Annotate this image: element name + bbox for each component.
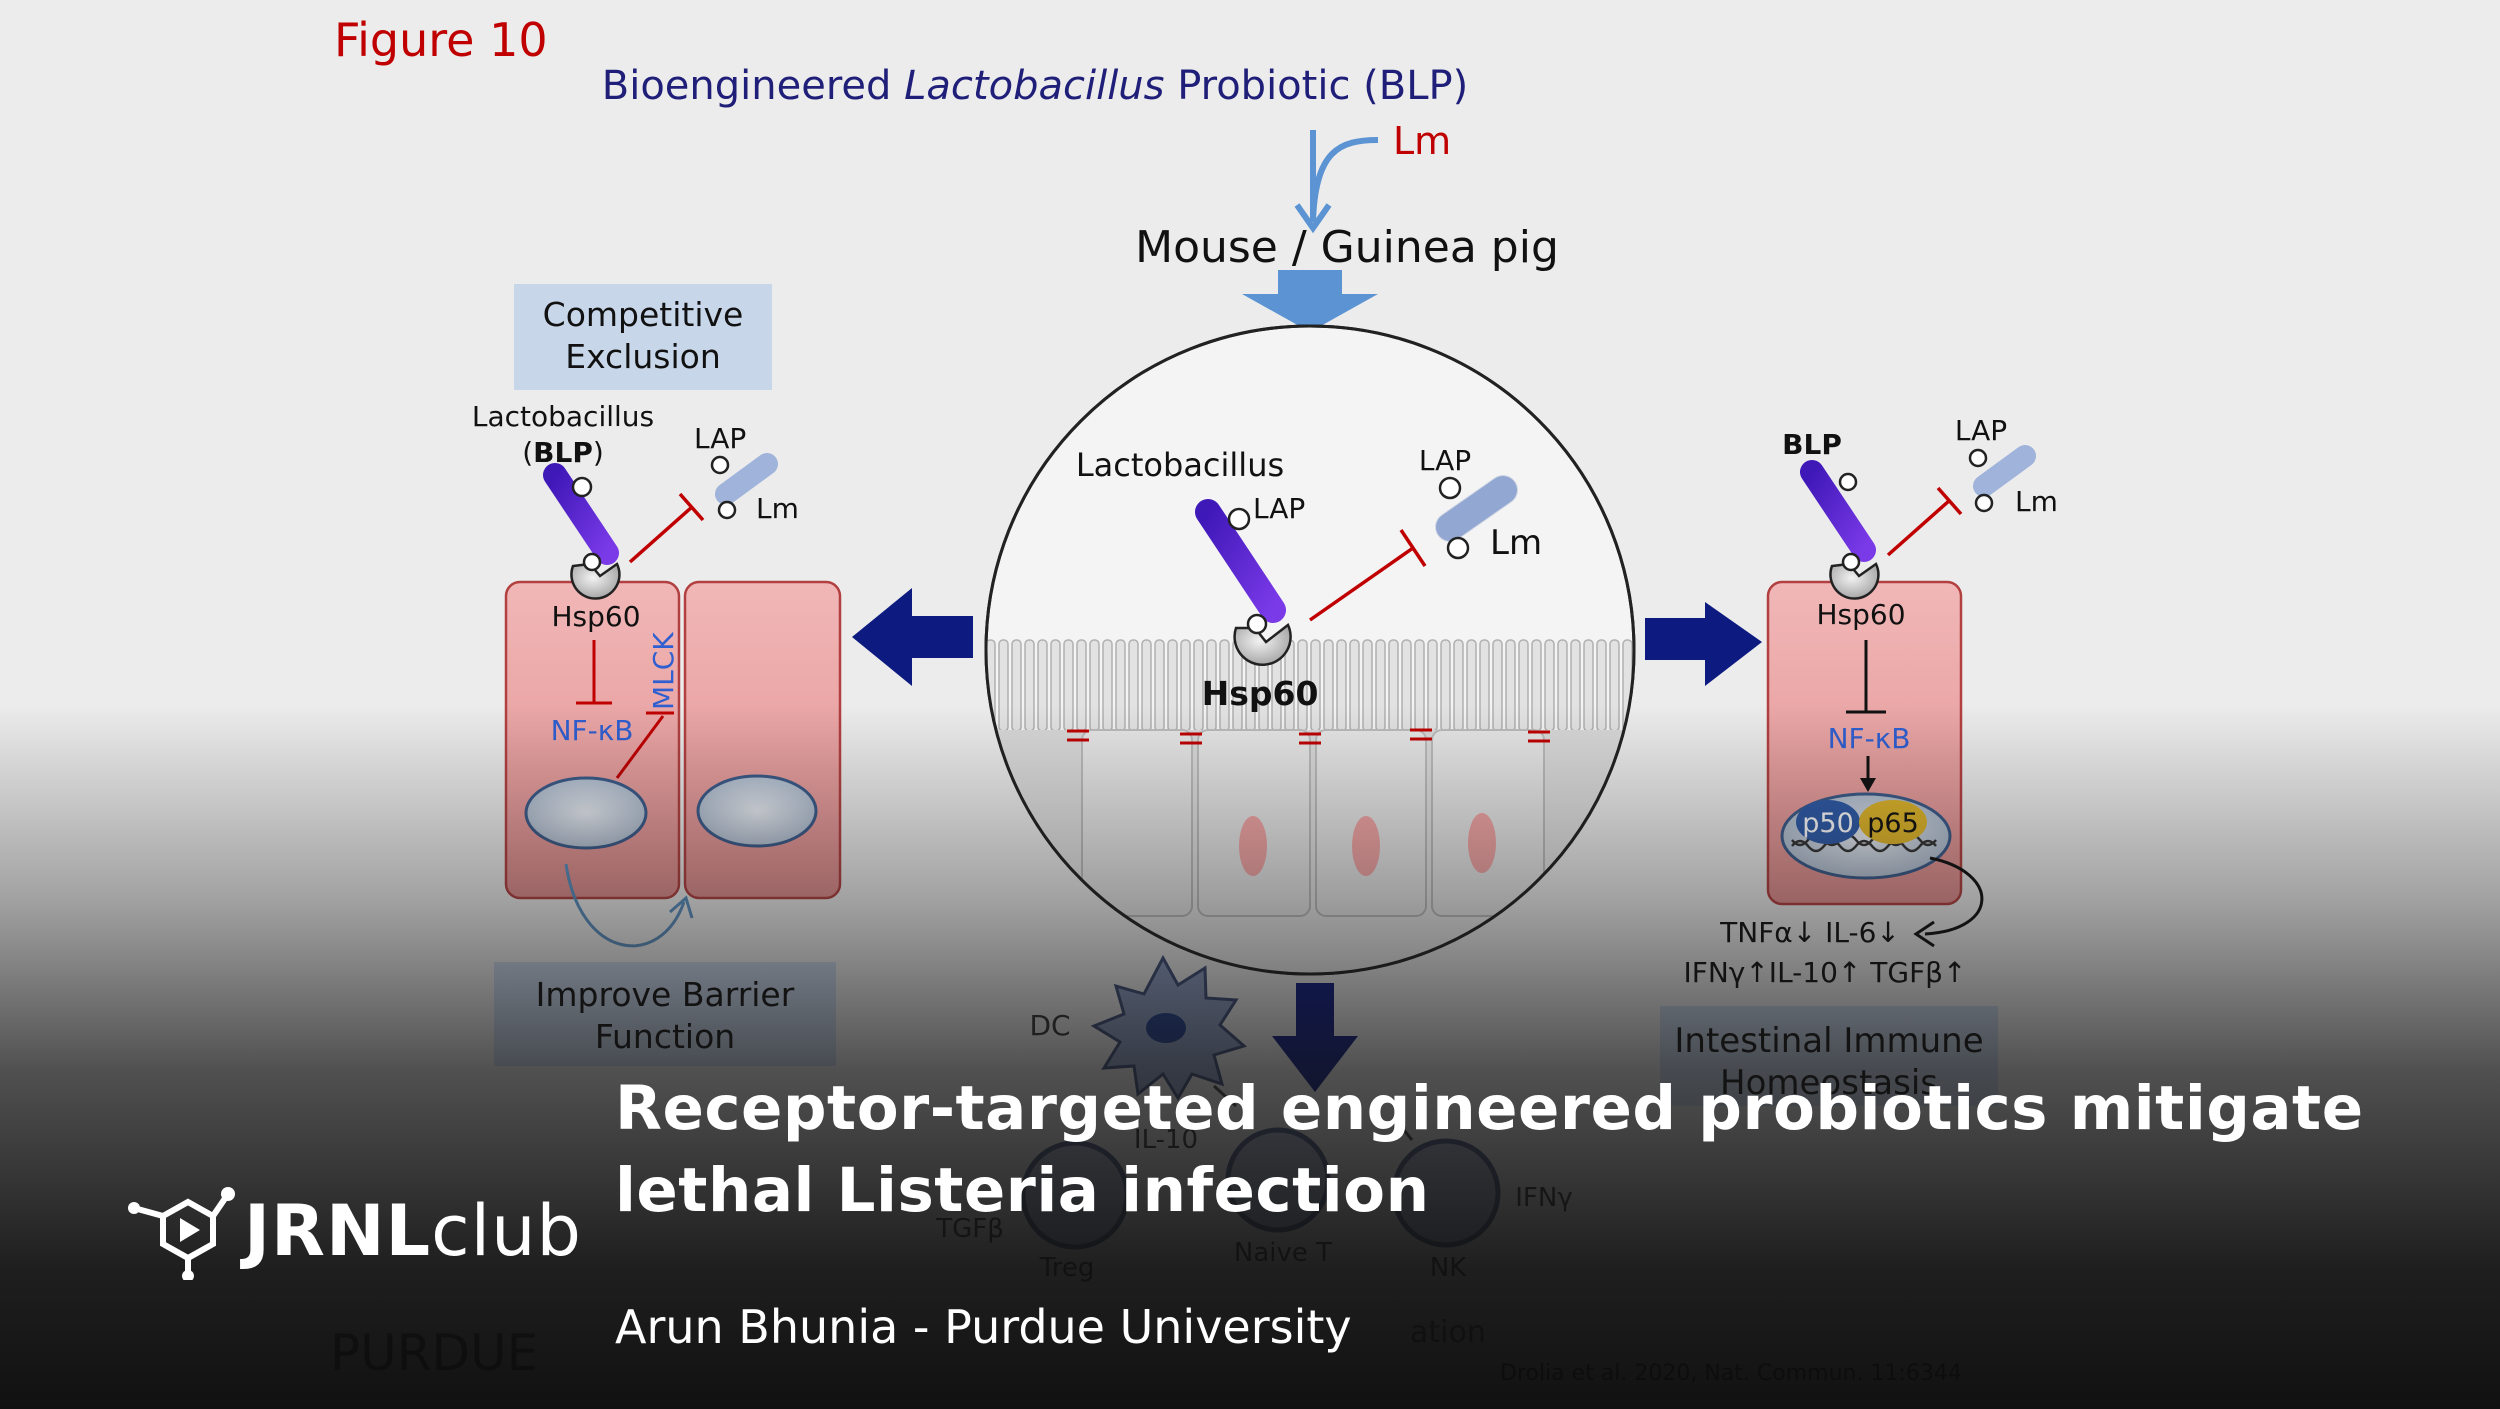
molecule-logo-icon: [128, 1187, 235, 1280]
faded-word: ation: [1410, 1315, 1486, 1350]
left-lap-label: LAP: [694, 422, 746, 455]
left-lactobacillus-label: Lactobacillus: [472, 400, 654, 433]
nk-label: NK: [1430, 1253, 1467, 1283]
right-navy-arrow: [1645, 602, 1762, 686]
figure-label: Figure 10: [334, 13, 548, 67]
center-hsp60-label: Hsp60: [1202, 674, 1319, 713]
right-nfkb-label: NF-κB: [1828, 722, 1911, 755]
cytokines-line2: IFNγ↑IL-10↑ TGFβ↑: [1683, 956, 1966, 989]
left-listeria: [715, 453, 778, 505]
immune-homeostasis-line1: Intestinal Immune: [1674, 1021, 1983, 1061]
left-nucleus-2: [696, 774, 818, 848]
right-lap-label: LAP: [1955, 414, 2007, 447]
improve-barrier-line1: Improve Barrier: [536, 975, 795, 1014]
p65-label: p65: [1867, 808, 1919, 839]
center-lm-lap-dot: [1438, 476, 1462, 500]
logo-wordmark: JRNLclub: [244, 1190, 582, 1272]
center-lap-label: LAP: [1419, 444, 1471, 477]
citation-faded: Drolia et al. 2020, Nat. Commun. 11:6344: [1500, 1361, 1962, 1386]
figure-title-suffix: Probiotic (BLP): [1165, 63, 1469, 109]
figure-title-prefix: Bioengineered: [602, 63, 904, 109]
center-lap-dot: [1227, 507, 1251, 531]
center-lactobacillus-label: Lactobacillus: [1076, 446, 1284, 484]
video-author: Arun Bhunia - Purdue University: [615, 1300, 1352, 1354]
left-nucleus-1: [524, 776, 648, 850]
dc-label: DC: [1029, 1009, 1070, 1042]
competitive-exclusion-line1: Competitive: [543, 295, 744, 334]
left-hsp60-label: Hsp60: [551, 600, 640, 633]
left-mlck-label: MLCK: [647, 632, 680, 710]
cytokines-line1: TNFα↓ IL-6↓: [1719, 916, 1900, 949]
p50-label: p50: [1802, 808, 1854, 839]
improve-barrier-line2: Function: [595, 1017, 735, 1056]
center-lm-label: Lm: [1490, 523, 1542, 563]
right-hsp60-label: Hsp60: [1816, 598, 1905, 631]
treg-label: Treg: [1039, 1253, 1095, 1283]
purdue-watermark: PURDUE: [330, 1324, 538, 1382]
competitive-exclusion-line2: Exclusion: [565, 337, 721, 376]
right-lm-label: Lm: [2015, 485, 2058, 518]
right-blp-label: BLP: [1782, 428, 1842, 461]
naive-t-label: Naive T: [1234, 1238, 1332, 1268]
host-label: Mouse / Guinea pig: [1135, 222, 1559, 273]
left-lm-label: Lm: [756, 492, 799, 525]
left-navy-arrow: [852, 588, 973, 686]
logo-light-text: club: [431, 1190, 582, 1272]
logo-bold-text: JRNL: [244, 1190, 432, 1272]
jrnlclub-logo: JRNLclub: [128, 1180, 581, 1280]
right-listeria: [1973, 445, 2036, 497]
video-title: Receptor-targeted engineered probiotics …: [615, 1073, 2364, 1226]
lm-top-label: Lm: [1393, 119, 1451, 163]
host-down-arrow: [1242, 270, 1378, 332]
figure-title: Bioengineered Lactobacillus Probiotic (B…: [602, 63, 1468, 109]
left-blp-label: (BLP): [522, 436, 604, 469]
left-nfkb-label: NF-κB: [551, 714, 634, 747]
left-epithelial-cell-2: [683, 580, 842, 900]
center-lap-small-label: LAP: [1253, 492, 1305, 525]
figure-title-italic: Lactobacillus: [904, 63, 1164, 109]
